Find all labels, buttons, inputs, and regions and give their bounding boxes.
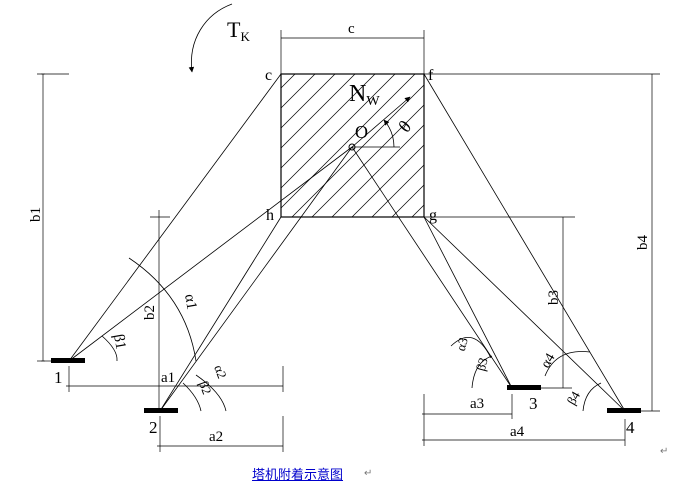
support-2	[144, 408, 178, 413]
alpha1-label: α1	[181, 293, 199, 311]
tie-rods	[68, 73, 626, 412]
svg-text:a4: a4	[510, 424, 525, 440]
paragraph-mark-icon: ↵	[364, 468, 373, 479]
corner-h-label: h	[266, 207, 274, 224]
paragraph-mark-icon: ↵	[660, 446, 669, 457]
svg-text:b3: b3	[546, 290, 562, 305]
dimension-a2: a2	[157, 416, 284, 452]
svg-text:b2: b2	[142, 305, 158, 320]
hatching	[281, 74, 424, 217]
alpha3-arc	[450, 336, 492, 359]
support-2-label: 2	[149, 418, 158, 437]
beta3-label: β3	[473, 356, 491, 373]
corner-c-label: c	[265, 67, 272, 84]
support-4	[607, 408, 641, 413]
diagram-caption[interactable]: 塔机附着示意图	[252, 468, 344, 483]
alpha4-arc	[544, 351, 591, 377]
torque-label: TK	[227, 17, 250, 44]
dimension-a4: a4	[422, 419, 626, 446]
support-1	[51, 358, 85, 363]
svg-text:c: c	[348, 21, 355, 37]
alpha3-label: α3	[453, 336, 471, 353]
support-4-label: 4	[626, 418, 635, 437]
beta2-label: β2	[196, 379, 215, 396]
beta4-arc	[582, 382, 602, 412]
svg-text:a2: a2	[209, 429, 223, 445]
dimension-b3: b3	[424, 216, 575, 389]
svg-text:a3: a3	[470, 396, 484, 412]
svg-text:a1: a1	[161, 370, 175, 386]
theta-label: θ	[394, 118, 416, 136]
force-label: NW	[349, 81, 380, 109]
corner-f-label: f	[428, 67, 434, 84]
tower-section	[280, 73, 425, 218]
beta1-arc	[101, 335, 118, 362]
support-3	[507, 385, 541, 390]
center-label: O	[355, 122, 368, 142]
support-1-label: 1	[54, 368, 63, 387]
corner-g-label: g	[429, 207, 437, 224]
beta3-arc	[471, 355, 493, 389]
beta1-label: β1	[110, 333, 128, 351]
dimension-b1: b1	[28, 73, 69, 362]
alpha2-label: α2	[211, 363, 230, 381]
theta-arc	[383, 119, 395, 148]
svg-text:b1: b1	[28, 207, 44, 222]
dimension-a3: a3	[422, 394, 513, 419]
torque-arrow	[188, 3, 233, 73]
beta2-arc	[182, 382, 202, 412]
alpha4-label: α4	[538, 351, 558, 371]
force-arrow	[351, 96, 411, 148]
alpha1-arc	[128, 257, 197, 362]
svg-text:b4: b4	[635, 235, 651, 251]
dimension-b4: b4	[424, 73, 660, 412]
dimension-b2: b2	[142, 210, 170, 408]
alpha2-arc	[195, 374, 227, 412]
beta4-label: β4	[564, 388, 584, 407]
width-dimension: c	[280, 21, 425, 74]
support-3-label: 3	[529, 394, 538, 413]
dimension-a1: a1	[66, 366, 284, 392]
